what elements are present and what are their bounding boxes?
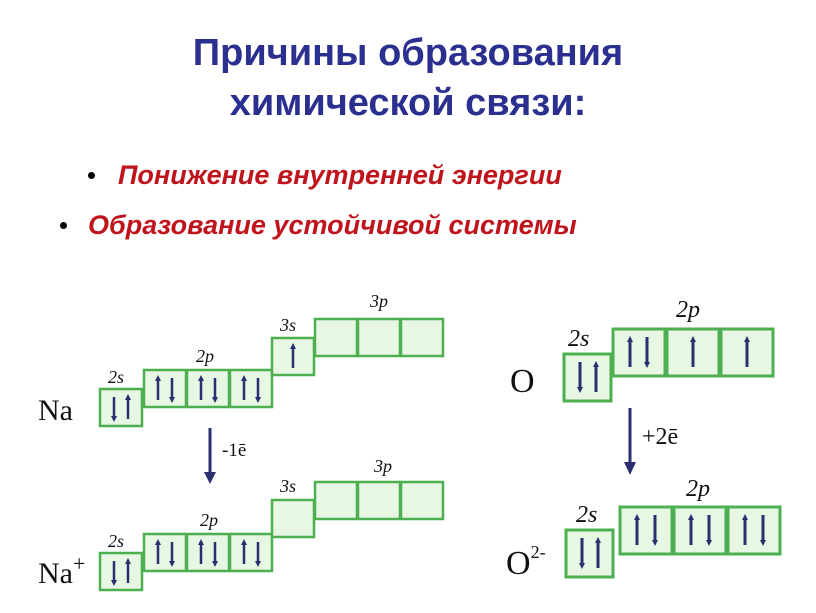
na-ion-3p-orbital (356, 480, 402, 521)
bullet-text: Понижение внутренней энергии (118, 160, 562, 190)
bullet-item: Понижение внутренней энергии (60, 150, 800, 200)
bullet-list: Понижение внутренней энергии Образование… (60, 150, 800, 250)
na-ion-3p-orbital (399, 480, 445, 521)
na-ion-2s-label: 2s (108, 531, 124, 551)
bullet-item: Образование устойчивой системы (60, 200, 800, 250)
na-2s-orbital (98, 387, 144, 428)
o-symbol: O (510, 363, 535, 400)
bullet-dot (60, 222, 67, 229)
na-2p-orbital (185, 368, 231, 409)
na-ion-charge: + (73, 551, 85, 576)
o-reduction-transition: +2ē (624, 408, 678, 475)
na-3p-label: 3p (369, 291, 388, 311)
na-ionization-transition: -1ē (204, 428, 246, 484)
na-3p-orbital (399, 317, 445, 358)
o-2s-orbital (562, 352, 613, 403)
o-ion-2p-orbital (672, 505, 728, 556)
na-ion-2p-orbital (185, 532, 231, 573)
title-line-2: химической связи: (229, 82, 587, 124)
o-ion-label: O (506, 545, 531, 582)
na-ion-2s-orbital (98, 551, 144, 592)
bullet-dot (88, 172, 95, 179)
na-3s-label: 3s (279, 315, 296, 335)
o-ion-2p-orbital (726, 505, 782, 556)
o-ion-2s-orbital (564, 528, 615, 579)
na-2s-label: 2s (108, 367, 124, 387)
na-atom-diagram: Na 2s 2p 3s 3p (38, 291, 445, 428)
na-ion-symbol: Na+ (38, 551, 85, 590)
na-2p-orbital (228, 368, 274, 409)
na-ion-label: Na (38, 557, 73, 590)
transition-arrow-head (204, 472, 216, 484)
transition-arrow-head (624, 462, 636, 475)
na-2p-label: 2p (196, 346, 214, 366)
o-ion-charge: 2- (531, 542, 546, 562)
na-ion-3s-orbital (270, 498, 316, 539)
na-ion-3s-label: 3s (279, 476, 296, 496)
o-2p-label: 2p (676, 297, 700, 323)
o-ion-2p-label: 2p (686, 476, 710, 502)
o-ion-2s-label: 2s (576, 502, 597, 528)
title-line-1: Причины образования (192, 32, 624, 74)
na-3p-orbital (313, 317, 359, 358)
bullet-text: Образование устойчивой системы (88, 210, 577, 240)
na-transition-label: -1ē (222, 440, 246, 461)
na-3p-orbital (356, 317, 402, 358)
na-ion-2p-orbital (228, 532, 274, 573)
na-symbol: Na (38, 394, 73, 427)
o-ion-diagram: O2- 2s 2p (506, 476, 782, 582)
na-ion-3p-label: 3p (373, 456, 392, 476)
slide-title: Причины образования химической связи: (0, 28, 816, 128)
o-atom-diagram: O 2s 2p (510, 297, 775, 403)
na-ion-diagram: Na+ 2s 2p 3s 3p (38, 456, 445, 592)
o-2p-orbital (611, 327, 667, 378)
o-2s-label: 2s (568, 326, 589, 352)
o-ion-2p-orbital (618, 505, 674, 556)
na-2p-orbital (142, 368, 188, 409)
na-ion-2p-label: 2p (200, 510, 218, 530)
o-ion-symbol: O2- (506, 542, 546, 582)
o-transition-label: +2ē (642, 424, 678, 450)
na-ion-3p-orbital (313, 480, 359, 521)
na-ion-2p-orbital (142, 532, 188, 573)
